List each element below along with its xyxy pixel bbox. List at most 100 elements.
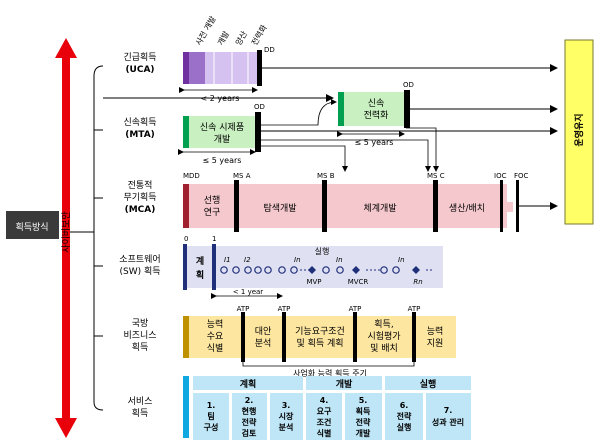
sw-marker-1: 1 xyxy=(212,235,216,243)
svg-text:(MTA): (MTA) xyxy=(125,130,155,140)
uca-phase-3: 양산 xyxy=(233,29,249,47)
svg-text:및 배치: 및 배치 xyxy=(370,342,398,354)
path-label-uca: 긴급획득 (UCA) xyxy=(123,51,156,75)
svg-text:요구: 요구 xyxy=(317,407,332,416)
svg-text:전략: 전략 xyxy=(397,411,412,421)
svc-group-plan: 계획 xyxy=(240,378,257,390)
sw-cycle-icon xyxy=(264,266,272,274)
sw-cycle-icon xyxy=(244,266,252,274)
svg-text:획득: 획득 xyxy=(356,406,371,416)
svg-text:시험평가: 시험평가 xyxy=(367,331,400,342)
svg-text:실행: 실행 xyxy=(397,422,412,432)
dba-atp-4: ATP xyxy=(408,305,421,313)
svc-step-7: 7. xyxy=(444,406,453,415)
sw-cycle-icon xyxy=(322,266,330,274)
sw-iter-4: In xyxy=(336,256,343,264)
svg-text:비즈니스: 비즈니스 xyxy=(123,330,156,341)
sw-mvcr: MVCR xyxy=(348,278,369,286)
sw-cycle-icon xyxy=(336,266,344,274)
mca-phase-2: 탐색개발 xyxy=(263,202,296,214)
svg-text:현행: 현행 xyxy=(242,406,257,416)
svg-text:시장: 시장 xyxy=(279,411,294,421)
path-label-mta: 신속획득 (MTA) xyxy=(123,116,156,140)
svc-group-exec: 실행 xyxy=(420,378,437,390)
svc-step-1: 1. xyxy=(207,401,216,410)
svg-text:(SW) 획득: (SW) 획득 xyxy=(119,265,160,277)
svg-text:무기획득: 무기획득 xyxy=(123,191,156,203)
mta-od2: OD xyxy=(403,81,414,89)
svg-text:(MCA): (MCA) xyxy=(125,205,156,215)
dba-atp-3: ATP xyxy=(349,305,362,313)
path-label-svc: 서비스 획득 xyxy=(128,396,153,419)
svc-step-5: 5. xyxy=(359,396,368,405)
acquisition-method-label: 획득방식 xyxy=(6,211,59,239)
svg-text:조건: 조건 xyxy=(317,417,332,427)
cyber-security-axis: 사이버보안 xyxy=(55,38,77,438)
sw-iter-3: In xyxy=(294,256,301,264)
svg-text:분석: 분석 xyxy=(279,422,294,432)
sw-cycle-icon xyxy=(278,266,286,274)
svg-text:식별: 식별 xyxy=(207,343,224,354)
sw-cycle-icon xyxy=(392,266,400,274)
svg-text:및 획득 계획: 및 획득 계획 xyxy=(296,337,343,349)
svg-text:신속획득: 신속획득 xyxy=(123,116,156,128)
mca-milestone-c: MS C xyxy=(427,172,445,180)
sw-iteration-cycles xyxy=(220,266,432,274)
svg-text:팀: 팀 xyxy=(207,411,214,421)
svg-text:성과 관리: 성과 관리 xyxy=(432,417,464,427)
dba-row: ATP ATP ATP ATP 능력 수요 식별 대안 분석 기능요구조건 및 … xyxy=(183,305,456,378)
dba-step-3: 기능요구조건 xyxy=(295,326,345,337)
mca-milestone-a: MS A xyxy=(233,172,251,180)
svg-text:서비스: 서비스 xyxy=(128,396,153,407)
sw-iter-1: I1 xyxy=(224,256,231,264)
sw-plan-1: 계 xyxy=(196,255,204,267)
services-row: 계획 개발 실행 1. 팀 구성 2. 현행 전략 검토 3. 시장 분석 4.… xyxy=(183,376,471,440)
mca-phase-3: 체계개발 xyxy=(363,202,396,214)
mta-fielding-line2: 전력화 xyxy=(364,109,389,121)
mca-milestone-b: MS B xyxy=(317,172,335,180)
path-label-dba: 국방 비즈니스 획득 xyxy=(123,318,156,353)
sw-execution: 실행 xyxy=(315,246,330,256)
dba-atp-2: ATP xyxy=(278,305,291,313)
uca-phase-2: 개발 xyxy=(215,29,231,47)
svg-text:전통적: 전통적 xyxy=(128,179,153,191)
sw-duration: < 1 year xyxy=(233,288,264,296)
svg-text:전략: 전략 xyxy=(242,417,257,427)
svg-text:검토: 검토 xyxy=(242,428,257,438)
sw-cycle-icon xyxy=(290,266,298,274)
svc-step-6: 6. xyxy=(400,401,409,410)
svg-text:국방: 국방 xyxy=(132,318,149,329)
sw-iter-5: In xyxy=(398,256,405,264)
mta-row: 신속 시제품 개발 OD 신속 전력화 OD ≤ 5 years ≤ 5 yea… xyxy=(103,81,558,172)
path-label-sw: 소프트웨어 (SW) 획득 xyxy=(119,253,160,277)
svg-text:구성: 구성 xyxy=(204,422,219,432)
sw-rn: Rn xyxy=(413,278,422,286)
svg-text:개발: 개발 xyxy=(356,428,371,438)
svc-step-2: 2. xyxy=(245,396,254,405)
sw-cycle-icon xyxy=(380,266,388,274)
mca-milestone-ioc: IOC xyxy=(494,172,507,180)
sw-marker-0: 0 xyxy=(184,235,188,243)
dba-step-2: 대안 xyxy=(255,326,272,337)
mta-od1: OD xyxy=(254,103,265,111)
svg-text:운영유지: 운영유지 xyxy=(573,113,585,146)
svc-step-3: 3. xyxy=(282,401,291,410)
svg-text:수요: 수요 xyxy=(207,331,224,342)
pathway-bracket xyxy=(70,65,104,411)
svg-text:획득방식: 획득방식 xyxy=(15,221,48,233)
sw-cycle-icon xyxy=(254,266,262,274)
svg-text:전략: 전략 xyxy=(356,417,371,427)
mta-prototype-line1: 신속 시제품 xyxy=(200,122,244,133)
mta-fielding-line1: 신속 xyxy=(368,98,385,109)
svg-text:소프트웨어: 소프트웨어 xyxy=(119,253,160,265)
mta-duration-1: ≤ 5 years xyxy=(203,156,242,165)
svg-text:획득: 획득 xyxy=(132,407,149,419)
uca-row: 사전 개발 개발 양산 전력화 DD < 2 years xyxy=(179,14,558,103)
dba-step-1: 능력 xyxy=(207,318,224,330)
operations-support-box: 운영유지 xyxy=(564,39,594,225)
mta-prototype-line2: 개발 xyxy=(214,134,231,145)
svg-text:긴급획득: 긴급획득 xyxy=(123,51,156,63)
